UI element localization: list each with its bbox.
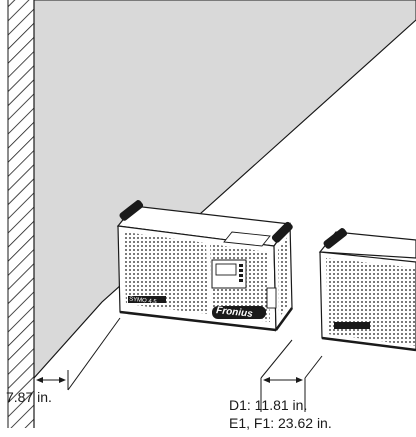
- neighbor-model-badge: [334, 322, 370, 329]
- side-clearance-label-line2: E1, F1: 23.62 in.: [229, 415, 332, 431]
- device-model-text: SYMO 4.5: [128, 296, 157, 306]
- inverter-device-main: [116, 200, 294, 332]
- dimension-side-clearance: [260, 339, 323, 412]
- wall: [7, 0, 416, 428]
- device-model-badge: [128, 296, 166, 303]
- dimension-wall-clearance: [33, 317, 121, 412]
- device-display-screen: [215, 263, 237, 276]
- side-clearance-label-line1: D1: 11.81 in.: [229, 397, 308, 413]
- wall-clearance-label: 7.87 in.: [6, 389, 52, 405]
- inverter-device-neighbor: [318, 228, 416, 352]
- device-logo-plate: [212, 306, 266, 319]
- wall-hatch: [8, 0, 34, 428]
